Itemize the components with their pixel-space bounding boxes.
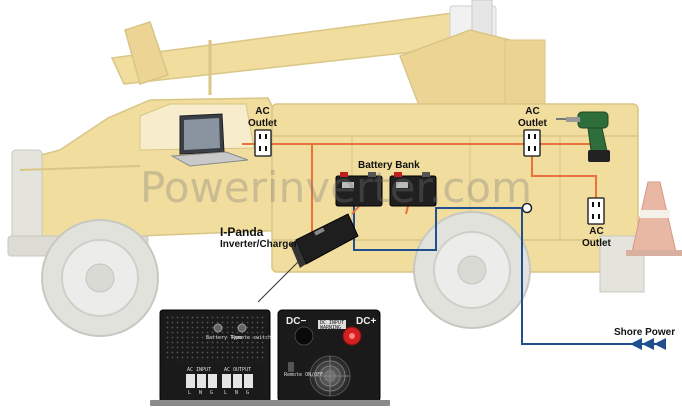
- battery-bank-label: Battery Bank: [358, 160, 420, 171]
- power-drill-icon: [556, 111, 610, 162]
- ac-outlet-label-1-line1: AC: [255, 106, 270, 117]
- terminal-letter: N: [235, 390, 239, 396]
- ac-outlet-label-2: AC Outlet: [518, 106, 547, 130]
- utility-truck-illustration: [7, 0, 682, 337]
- ac-output-label: AC OUTPUT: [224, 367, 252, 373]
- truck-boom: [110, 0, 546, 111]
- watermark-text: Powerinverter.com: [140, 163, 533, 212]
- dc-plate-text-2: WARNING: [320, 325, 342, 331]
- ac-outlet-label-3-line2: Outlet: [582, 238, 611, 249]
- back-port-label-2: Remote switch: [232, 335, 272, 341]
- inverter-back-panel: [150, 309, 278, 406]
- shore-power-label: Shore Power: [614, 327, 676, 338]
- shore-power-wire: [521, 208, 662, 345]
- inverter-subtitle-label: Inverter/Charger: [220, 239, 298, 250]
- dc-minus-label: DC−: [286, 316, 307, 327]
- ac-outlet-label-1: AC Outlet: [248, 106, 277, 130]
- laptop-icon: [170, 113, 249, 167]
- terminal-letter: G: [246, 390, 250, 396]
- terminal-letter: G: [210, 390, 214, 396]
- shore-power-arrow-icon: [630, 338, 666, 350]
- dc-plate-text-1: DC INPUT: [320, 320, 345, 326]
- ac-outlet-label-3: AC Outlet: [582, 226, 611, 250]
- traffic-cone-icon: [626, 181, 682, 256]
- inverter-title-label: I-Panda: [220, 225, 264, 239]
- remote-switch-label: Remote ON/OFF: [284, 372, 324, 378]
- outlet-icon: [523, 129, 541, 157]
- ac-input-label: AC INPUT: [187, 367, 212, 373]
- battery-icon: [335, 172, 383, 207]
- back-port-label-1: Battery Type: [206, 335, 243, 341]
- front-wheel: [41, 219, 159, 337]
- outlet-icon: [587, 197, 605, 225]
- dc-plus-label: DC+: [356, 316, 377, 327]
- outlet-icon: [254, 129, 272, 157]
- truck-utility-bed: [271, 103, 645, 293]
- ac-outlet-label-2-line1: AC: [525, 106, 540, 117]
- callout-line: [257, 261, 299, 303]
- terminal-letter: L: [224, 390, 228, 396]
- ac-wire-to-outlet-3: [531, 144, 597, 198]
- terminal-letter: L: [188, 390, 192, 396]
- rear-wheel: [413, 211, 531, 329]
- junction-node: [521, 202, 533, 214]
- battery-icon: [389, 172, 437, 207]
- ac-outlet-label-3-line1: AC: [589, 226, 604, 237]
- inverter-front-panel: [268, 309, 390, 406]
- ac-outlet-label-1-line2: Outlet: [248, 118, 277, 129]
- ac-outlet-label-2-line2: Outlet: [518, 118, 547, 129]
- inverter-charger-unit: [290, 213, 359, 268]
- terminal-letter: N: [199, 390, 203, 396]
